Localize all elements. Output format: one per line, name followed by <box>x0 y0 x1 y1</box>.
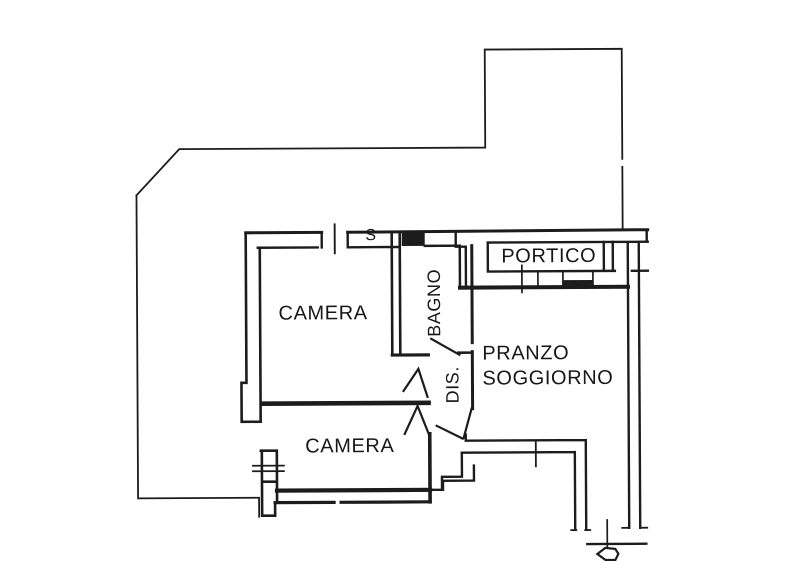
west-wall-upper-camera <box>240 231 262 424</box>
portico-sill-block <box>562 279 593 288</box>
north-wall-outer-line <box>244 228 650 235</box>
room-label-camera-1: CAMERA <box>278 302 367 324</box>
boundary-marker-pentagon <box>595 546 620 562</box>
entry-steps-lines <box>429 451 476 492</box>
room-label-portico: PORTICO <box>501 245 596 267</box>
pranzo-south-wall-lines <box>460 433 648 546</box>
s-window-label: S <box>365 227 376 244</box>
lower-camera-window-lines <box>252 464 285 473</box>
lower-camera-south-wall <box>274 487 433 493</box>
camera-bagno-divider-wall <box>390 231 402 357</box>
plan-group: S CAMERA BAGNO PORTICO PRANZO SOGGIORNO … <box>135 47 650 562</box>
door-leaf-lines <box>401 337 473 441</box>
portico-south-wall <box>457 284 630 290</box>
pranzo-west-wall <box>470 244 475 411</box>
property-boundary-line <box>135 47 624 518</box>
room-label-soggiorno: SOGGIORNO <box>482 367 613 390</box>
room-label-pranzo: PRANZO <box>482 342 569 364</box>
room-label-dis: DIS. <box>442 366 462 404</box>
lower-camera-north-wall <box>260 400 431 407</box>
room-label-camera-2: CAMERA <box>305 435 394 457</box>
south-exterior-wall <box>273 500 432 505</box>
portico-window-dividers <box>520 264 594 294</box>
west-wall-lower-camera <box>259 449 279 518</box>
flue-solid-wall-block <box>401 232 425 246</box>
east-wall-double-line <box>626 241 642 530</box>
room-label-bagno: BAGNO <box>424 269 444 337</box>
north-wall-inner-line <box>256 231 649 249</box>
